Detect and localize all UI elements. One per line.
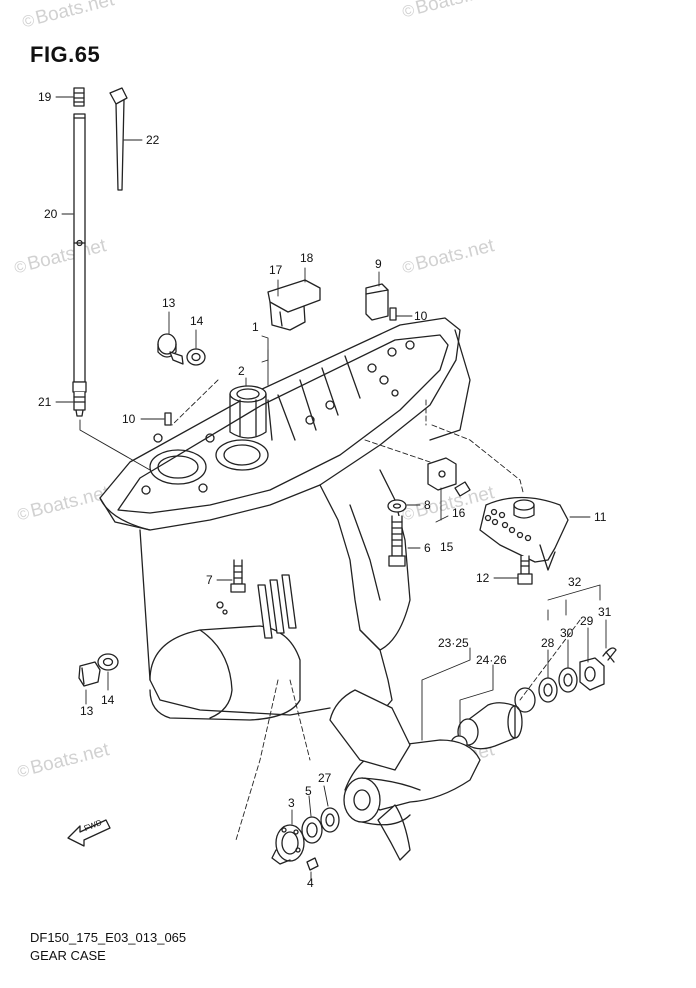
part-12-bolt (517, 555, 533, 585)
callout-19[interactable]: 19 (38, 90, 52, 104)
part-31-cotter-pin (602, 647, 617, 663)
callout-12[interactable]: 12 (476, 571, 490, 585)
part-15-anode (427, 457, 457, 491)
callout-15[interactable]: 15 (440, 540, 454, 554)
callout-11[interactable]: 11 (594, 510, 607, 524)
part-20-shaft (73, 113, 86, 383)
part-8-washer (387, 499, 407, 513)
callout-6[interactable]: 6 (424, 541, 431, 555)
callout-1[interactable]: 1 (252, 320, 259, 334)
callout-8[interactable]: 8 (424, 498, 431, 512)
callout-16[interactable]: 16 (452, 506, 466, 520)
part-11-trim-tab (479, 496, 569, 571)
callout-31[interactable]: 31 (598, 605, 612, 619)
part-19-fitting (73, 87, 85, 107)
callout-22[interactable]: 22 (146, 133, 160, 147)
part-14-washer-upper (186, 348, 206, 366)
figure-title: FIG.65 (30, 42, 101, 67)
part-5-washer (301, 816, 323, 844)
figure-code: DF150_175_E03_013_065 (30, 930, 187, 945)
callout-4[interactable]: 4 (307, 876, 314, 890)
callout-10[interactable]: 10 (414, 309, 428, 323)
figure-name: GEAR CASE (30, 948, 106, 963)
callout-20[interactable]: 20 (44, 207, 58, 221)
callout-3[interactable]: 3 (288, 796, 295, 810)
part-3-shaft-hub (271, 824, 305, 865)
part-17-18-grommet (267, 279, 321, 331)
part-14-washer-lower (97, 653, 119, 671)
callout-32[interactable]: 32 (568, 575, 582, 589)
part-29-nut (579, 657, 605, 691)
callout-14[interactable]: 14 (190, 314, 204, 328)
callout-10-lower[interactable]: 10 (122, 412, 136, 426)
part-21-fitting (72, 381, 87, 417)
part-13-plug-lower (78, 661, 101, 687)
part-7-bolt (230, 559, 246, 593)
part-28-washer (538, 677, 558, 703)
part-27-washer (320, 807, 340, 833)
callout-17[interactable]: 17 (269, 263, 283, 277)
part-22-cable-tie (109, 87, 128, 191)
callout-7[interactable]: 7 (206, 573, 213, 587)
callout-13[interactable]: 13 (162, 296, 176, 310)
callout-21[interactable]: 21 (38, 395, 52, 409)
propeller (329, 689, 481, 861)
part-9-cover (365, 283, 389, 321)
callout-28[interactable]: 28 (541, 636, 555, 650)
callout-30[interactable]: 30 (560, 626, 574, 640)
part-10-pin-upper (389, 307, 397, 321)
gear-case-housing (99, 317, 471, 721)
callout-23-25[interactable]: 23·25 (438, 636, 469, 650)
callout-27[interactable]: 27 (318, 771, 332, 785)
part-30-washer (558, 667, 578, 693)
fwd-arrow (67, 819, 111, 847)
part-6-bolt (388, 515, 406, 567)
part-10-pin-lower (164, 412, 172, 426)
callout-29[interactable]: 29 (580, 614, 594, 628)
callout-14-lower[interactable]: 14 (101, 693, 115, 707)
part-13-plug-upper (157, 333, 184, 365)
callout-13-lower[interactable]: 13 (80, 704, 94, 718)
callout-18[interactable]: 18 (300, 251, 314, 265)
part-16-bolt (454, 481, 471, 497)
callout-9[interactable]: 9 (375, 257, 382, 271)
callout-5[interactable]: 5 (305, 784, 312, 798)
part-4-key (306, 857, 319, 871)
callout-24-26[interactable]: 24·26 (476, 653, 507, 667)
callout-2[interactable]: 2 (238, 364, 245, 378)
